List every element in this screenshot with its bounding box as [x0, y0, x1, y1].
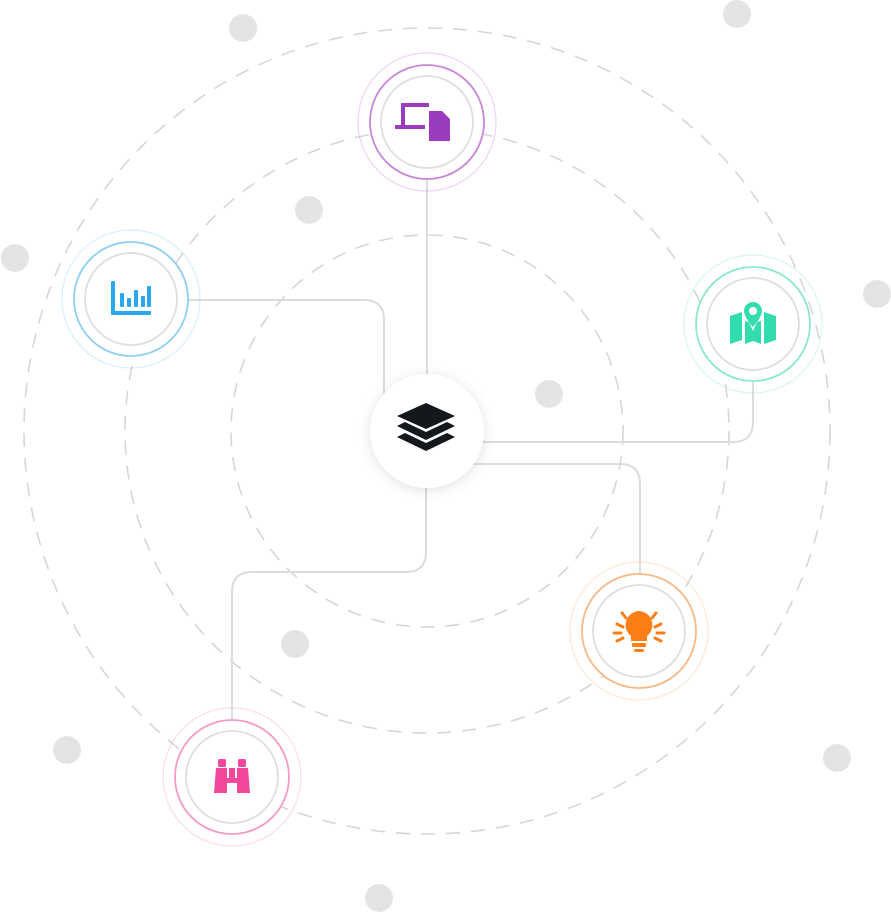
orbit-rings — [23, 27, 831, 835]
node-chart — [61, 229, 201, 369]
dot — [365, 884, 393, 912]
connector-chart — [177, 299, 385, 401]
dot — [53, 736, 81, 764]
node-binoculars — [162, 707, 302, 847]
lightbulb-rays — [612, 611, 666, 643]
dot — [295, 196, 323, 224]
connector-map — [469, 379, 754, 443]
node-map — [683, 254, 823, 394]
node-idea — [569, 561, 709, 701]
orbit-ring-inner — [230, 234, 624, 628]
lightbulb-icon — [625, 611, 653, 652]
connector-binoculars — [231, 487, 427, 721]
dot — [863, 280, 891, 308]
dot — [281, 630, 309, 658]
binoculars-icon — [214, 759, 250, 793]
map-pin-icon — [730, 302, 776, 344]
node-devices — [357, 52, 497, 192]
orbit-ring-outer — [23, 27, 831, 835]
devices-icon — [395, 103, 450, 141]
connectors — [177, 177, 754, 721]
dot — [823, 744, 851, 772]
dot — [229, 14, 257, 42]
dot — [723, 0, 751, 28]
orbit-ring-middle — [124, 128, 730, 734]
connector-idea — [471, 463, 641, 586]
bar-chart-icon — [111, 281, 151, 315]
dot — [535, 380, 563, 408]
layers-icon — [397, 403, 455, 451]
hub-node — [370, 374, 484, 488]
dot — [1, 244, 29, 272]
